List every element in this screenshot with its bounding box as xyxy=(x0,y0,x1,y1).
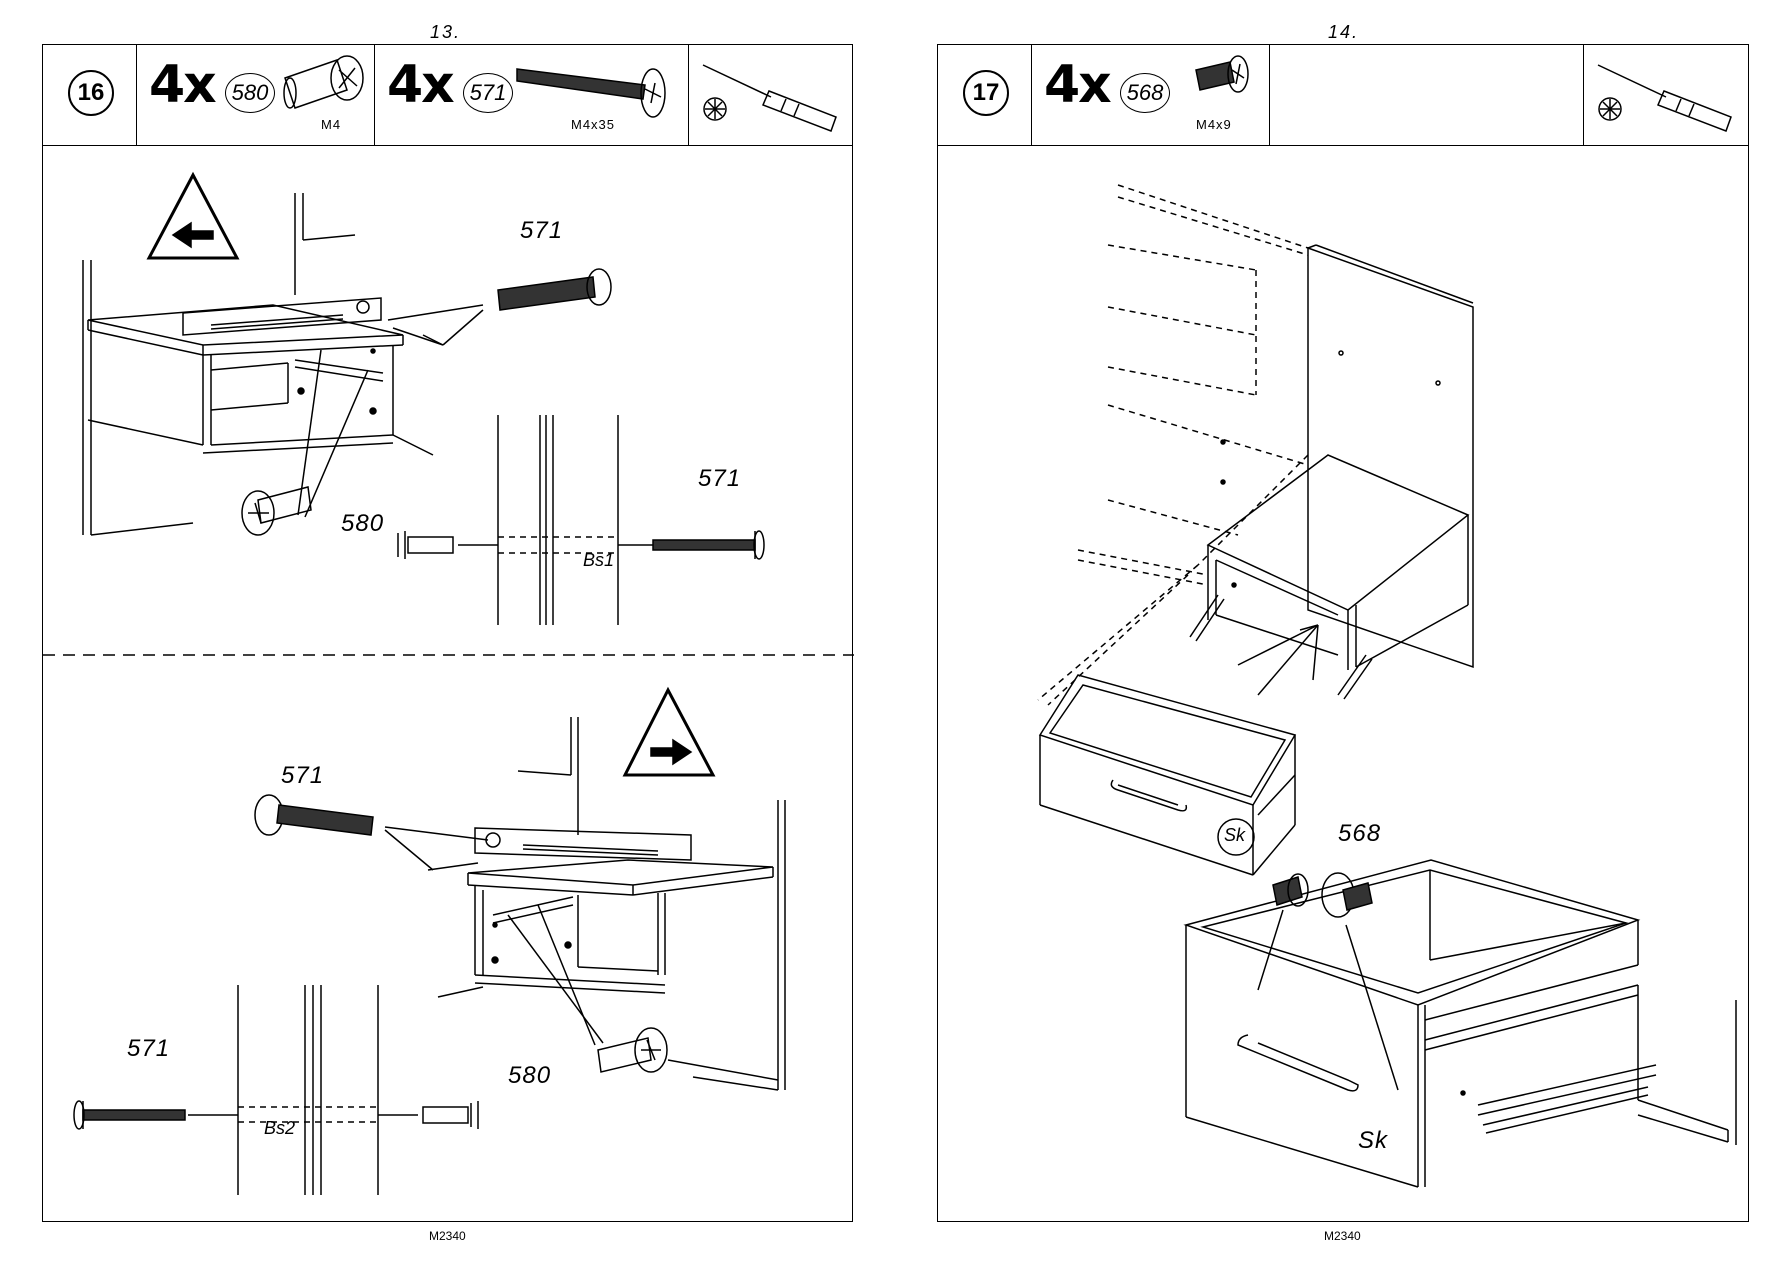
tool-cell xyxy=(689,45,854,145)
part-quantity: 4x xyxy=(387,55,455,115)
screw-icon xyxy=(516,68,666,118)
drawer-label: Sk xyxy=(1358,1127,1389,1154)
step-cell: 17 xyxy=(938,45,1032,145)
tool-cell xyxy=(1584,45,1750,145)
parts-header: 16 4x 580 M4 4x 571 M4x35 xyxy=(43,45,852,146)
warning-arrow-left-icon xyxy=(146,171,240,260)
empty-part-cell xyxy=(1270,45,1584,145)
page-number: 14. xyxy=(1328,22,1360,42)
dowel-label: 580 xyxy=(341,510,385,537)
drawer-label: Sk xyxy=(1224,825,1246,845)
drawer-assembly-diagram xyxy=(1037,184,1737,1188)
part-number: 580 xyxy=(225,73,275,113)
screw-label: 571 xyxy=(281,762,325,789)
detail-screw-label: 571 xyxy=(127,1035,171,1062)
part-quantity: 4x xyxy=(149,55,217,115)
screwdriver-icon xyxy=(702,64,837,132)
parts-header: 17 4x 568 M4x9 xyxy=(938,45,1748,146)
screwdriver-icon xyxy=(1597,64,1732,132)
part-spec: M4x35 xyxy=(571,117,616,132)
dowel-label: 580 xyxy=(508,1062,552,1089)
step-cell: 16 xyxy=(43,45,137,145)
page-number: 13. xyxy=(430,22,462,42)
warning-arrow-right-icon xyxy=(622,686,716,777)
step-number: 17 xyxy=(963,70,1009,116)
part-cell-571: 4x 571 M4x35 xyxy=(375,45,689,145)
screw-label: 568 xyxy=(1338,820,1382,847)
step-number: 16 xyxy=(68,70,114,116)
detail-screw-label: 571 xyxy=(698,465,742,492)
part-spec: M4 xyxy=(321,117,342,132)
part-number: 571 xyxy=(463,73,513,113)
short-screw-icon xyxy=(1195,55,1249,93)
part-quantity: 4x xyxy=(1044,55,1112,115)
instruction-panel-right: 17 4x 568 M4x9 xyxy=(937,44,1749,1222)
part-number: 568 xyxy=(1120,73,1170,113)
footer-code: M2340 xyxy=(429,1229,466,1243)
assembly-diagram-bottom xyxy=(73,686,786,1195)
section-label: Bs1 xyxy=(583,550,615,570)
part-spec: M4x9 xyxy=(1196,117,1232,132)
section-label: Bs2 xyxy=(264,1118,296,1138)
part-cell-568: 4x 568 M4x9 xyxy=(1032,45,1270,145)
footer-code: M2340 xyxy=(1324,1229,1361,1243)
dowel-icon xyxy=(283,55,364,109)
part-cell-580: 4x 580 M4 xyxy=(137,45,375,145)
assembly-diagram-top xyxy=(43,171,854,656)
screw-label: 571 xyxy=(520,217,564,244)
instruction-panel-left: 16 4x 580 M4 4x 571 M4x35 xyxy=(42,44,854,1222)
